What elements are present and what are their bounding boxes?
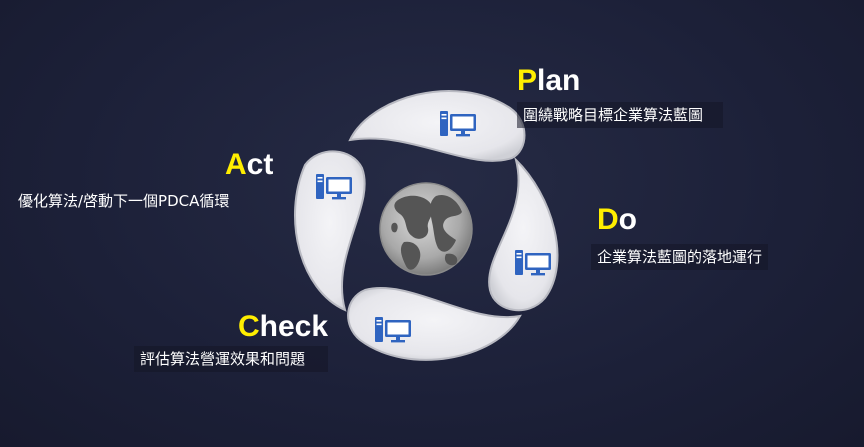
step-plan-description: 圍繞戰略目標企業算法藍圖 xyxy=(517,102,724,128)
petal-act xyxy=(294,150,366,312)
petal-plan xyxy=(348,89,526,162)
step-do: Do 企業算法藍圖的落地運行 xyxy=(591,203,769,270)
step-plan-title: Plan xyxy=(517,64,581,97)
petal-do xyxy=(488,156,559,312)
step-check: Check 評估算法營運效果和問題 xyxy=(134,310,329,372)
step-act-title: Act xyxy=(225,148,274,181)
step-act-description: 優化算法/啓動下一個PDCA循環 xyxy=(18,192,230,210)
step-plan: Plan 圍繞戰略目標企業算法藍圖 xyxy=(517,64,724,128)
step-act: Act 優化算法/啓動下一個PDCA循環 xyxy=(12,148,273,214)
petal-check xyxy=(347,287,522,361)
globe-icon xyxy=(379,182,473,276)
step-do-title: Do xyxy=(597,203,637,236)
step-do-description: 企業算法藍圖的落地運行 xyxy=(591,244,769,270)
step-check-title: Check xyxy=(238,310,329,343)
step-check-description: 評估算法營運效果和問題 xyxy=(134,346,329,372)
